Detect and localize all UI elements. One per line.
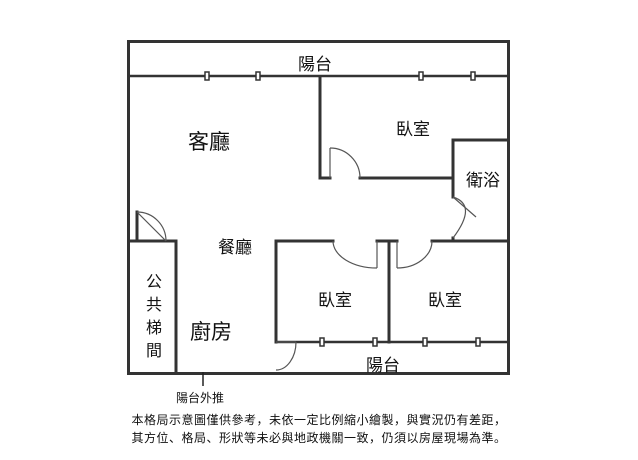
- dining-label: 餐廳: [218, 238, 252, 258]
- door-swing-arc: [332, 240, 378, 269]
- living-room-label: 客廳: [188, 130, 230, 154]
- door-leaf: [136, 211, 167, 242]
- bedroom-top-label: 臥室: [396, 120, 430, 140]
- public-stairs-label: 公 共 梯 間: [145, 272, 162, 360]
- door-swing-arc: [275, 341, 297, 371]
- window-mark: [204, 71, 210, 81]
- door-swing-arc: [396, 240, 433, 269]
- balcony-push-out-annotation: 陽台外推: [176, 391, 225, 405]
- window-mark: [422, 337, 428, 347]
- door-swing-arc: [329, 147, 361, 179]
- window-mark: [475, 337, 481, 347]
- balcony-top-label: 陽台: [298, 55, 332, 75]
- door-swing-arc: [452, 196, 467, 239]
- kitchen-label: 廚房: [190, 320, 232, 344]
- balcony-bottom-label: 陽台: [366, 356, 400, 376]
- window-mark: [255, 71, 261, 81]
- window-mark: [470, 71, 476, 81]
- door-swing-arc: [136, 211, 167, 242]
- disclaimer-line-2: 其方位、格局、形狀等未必與地政機關一致，仍須以房屋現場為準。: [131, 431, 507, 445]
- bedroom-right-label: 臥室: [428, 291, 462, 311]
- window-mark: [372, 337, 378, 347]
- bathroom-label: 衛浴: [466, 171, 500, 191]
- disclaimer-line-1: 本格局示意圖僅供參考，未依一定比例縮小繪製，與實況仍有差距，: [131, 413, 507, 427]
- bedroom-mid-label: 臥室: [318, 291, 352, 311]
- window-mark: [418, 71, 424, 81]
- window-mark: [319, 337, 325, 347]
- outer-wall: [127, 40, 510, 375]
